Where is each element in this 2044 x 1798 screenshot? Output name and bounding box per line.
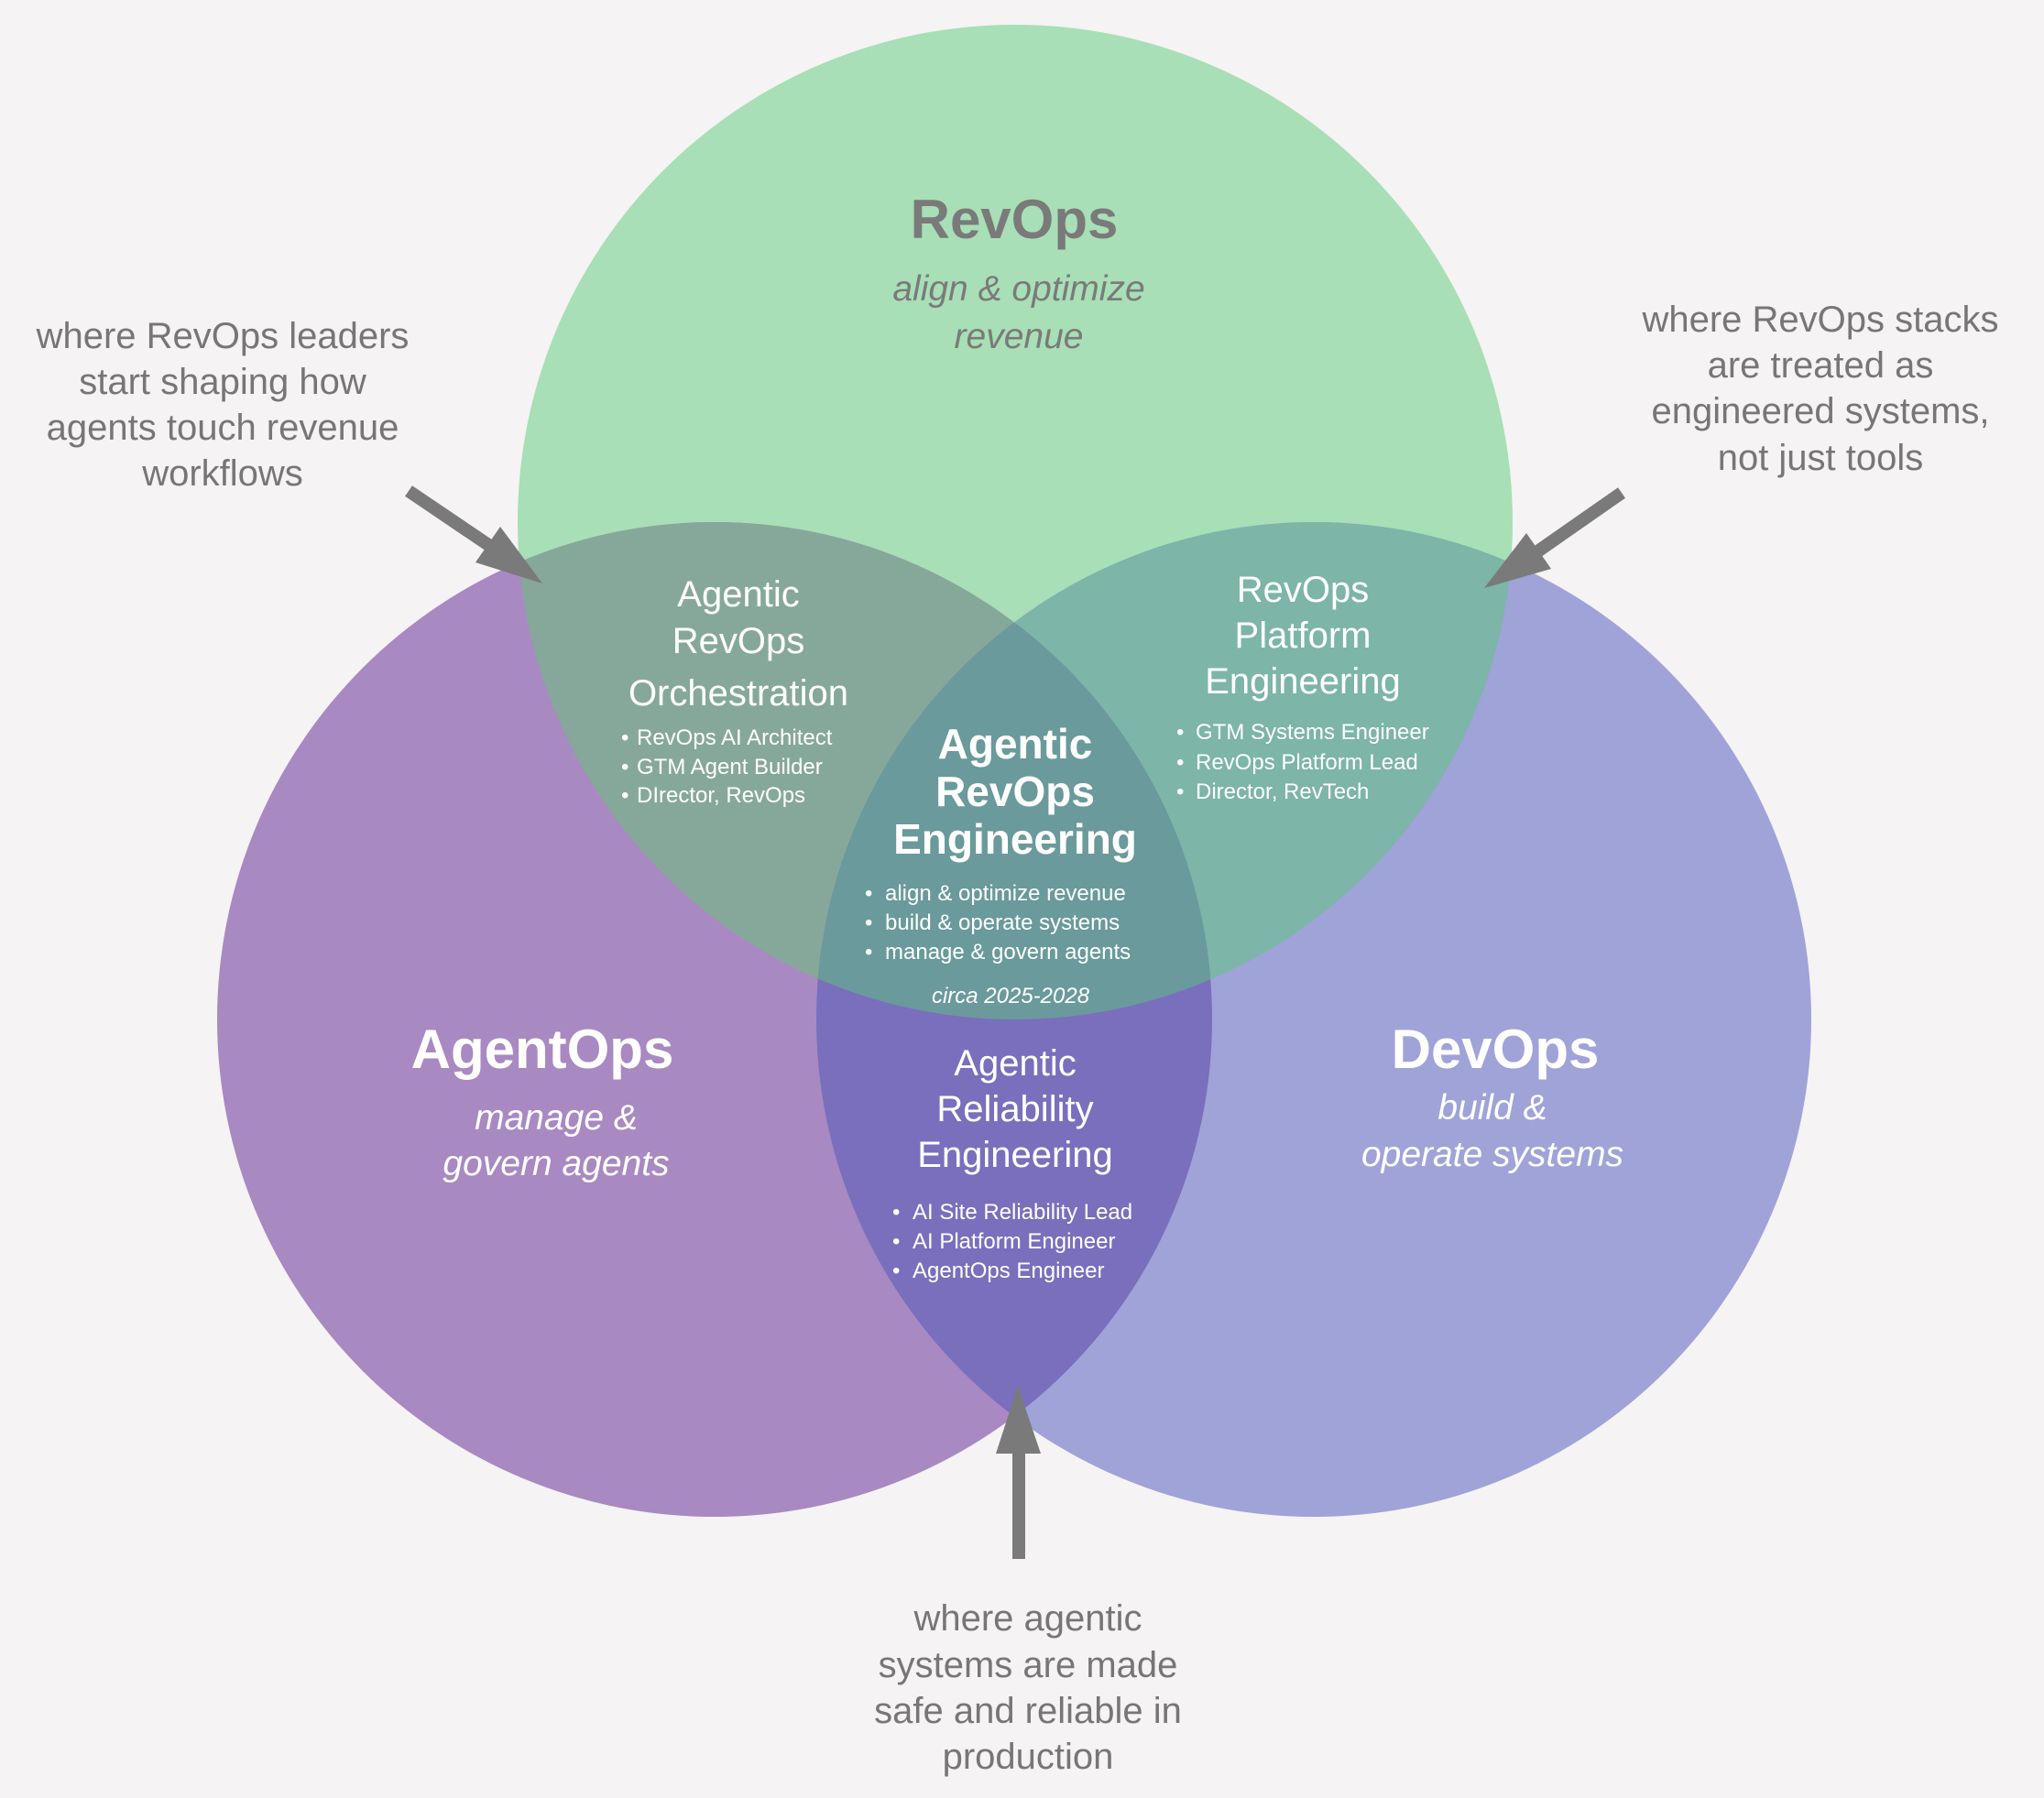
center-bullet-item: build & operate systems bbox=[885, 910, 1120, 935]
overlap-title-line: Engineering bbox=[917, 1135, 1113, 1175]
annotation-line: start shaping how bbox=[79, 362, 366, 402]
center-bullet-list: • align & optimize revenue • build & ope… bbox=[865, 881, 1131, 964]
bullet-icon: • bbox=[1176, 779, 1184, 804]
revops-title: RevOps bbox=[911, 189, 1119, 250]
role-item: GTM Systems Engineer bbox=[1196, 720, 1429, 745]
annotation-line: safe and reliable in bbox=[874, 1691, 1182, 1731]
bullet-icon: • bbox=[865, 910, 872, 935]
overlap-title-line: Engineering bbox=[1205, 661, 1401, 702]
bullet-icon: • bbox=[892, 1259, 900, 1283]
annotation-line: where agentic bbox=[913, 1598, 1142, 1639]
bullet-icon: • bbox=[1176, 750, 1184, 775]
role-list: • AI Site Reliability Lead • AI Platform… bbox=[892, 1200, 1132, 1283]
revops-platform-engineering: RevOps Platform Engineering • GTM System… bbox=[1176, 570, 1429, 804]
bullet-icon: • bbox=[865, 881, 872, 906]
annotation-line: systems are made bbox=[879, 1645, 1178, 1685]
arrow-bottom-icon bbox=[996, 1386, 1041, 1559]
role-item: AgentOps Engineer bbox=[913, 1259, 1104, 1283]
role-list: • RevOps AI Architect • GTM Agent Builde… bbox=[621, 725, 833, 808]
annotation-line: agents touch revenue bbox=[47, 408, 399, 448]
devops-subtitle-line-1: build & bbox=[1437, 1088, 1547, 1128]
arrow-top-right-icon bbox=[1484, 487, 1626, 588]
center-bullet-item: align & optimize revenue bbox=[885, 881, 1126, 906]
overlap-title-line: RevOps bbox=[1237, 570, 1370, 610]
agentic-reliability-engineering: Agentic Reliability Engineering • AI Sit… bbox=[892, 1043, 1132, 1283]
annotation-line: where RevOps leaders bbox=[36, 316, 410, 356]
annotation-line: are treated as bbox=[1708, 345, 1934, 386]
arrow-top-left-icon bbox=[405, 485, 542, 583]
center-bullet-item: manage & govern agents bbox=[885, 940, 1131, 964]
role-list: • GTM Systems Engineer • RevOps Platform… bbox=[1176, 720, 1429, 804]
revops-label: RevOps align & optimize revenue bbox=[892, 189, 1144, 356]
agentops-label: AgentOps manage & govern agents bbox=[411, 1019, 674, 1183]
center-overlap bbox=[816, 522, 1212, 1019]
center-title-line: Engineering bbox=[893, 815, 1137, 863]
overlap-title-line: Agentic bbox=[677, 574, 799, 615]
agentic-revops-orchestration: Agentic RevOps Orchestration • RevOps AI… bbox=[621, 574, 848, 808]
annotation-line: engineered systems, bbox=[1651, 391, 1989, 431]
annotation-bottom: where agentic systems are made safe and … bbox=[874, 1598, 1182, 1777]
annotation-line: production bbox=[943, 1737, 1114, 1777]
bullet-icon: • bbox=[892, 1229, 900, 1254]
role-item: RevOps Platform Lead bbox=[1196, 750, 1418, 775]
overlap-title-line: Reliability bbox=[936, 1089, 1093, 1129]
bullet-icon: • bbox=[865, 940, 872, 964]
role-item: GTM Agent Builder bbox=[637, 755, 823, 779]
overlap-title-line: Platform bbox=[1235, 616, 1372, 656]
overlap-title-line: Agentic bbox=[954, 1043, 1076, 1084]
overlap-title-line: Orchestration bbox=[629, 673, 848, 714]
agentops-subtitle-line-2: govern agents bbox=[443, 1144, 669, 1183]
devops-title: DevOps bbox=[1392, 1019, 1600, 1080]
agentops-title: AgentOps bbox=[411, 1019, 674, 1080]
devops-subtitle-line-2: operate systems bbox=[1361, 1135, 1623, 1174]
center-title-line: Agentic bbox=[938, 720, 1093, 768]
role-item: AI Site Reliability Lead bbox=[913, 1200, 1132, 1225]
center-title-line: RevOps bbox=[935, 768, 1095, 815]
bullet-icon: • bbox=[621, 755, 629, 779]
annotation-line: not just tools bbox=[1718, 438, 1924, 478]
revops-subtitle-line-2: revenue bbox=[955, 317, 1084, 356]
role-item: Director, RevTech bbox=[1196, 779, 1369, 804]
overlap-title-line: RevOps bbox=[672, 621, 805, 661]
devops-label: DevOps build & operate systems bbox=[1361, 1019, 1623, 1174]
annotation-line: workflows bbox=[141, 453, 303, 494]
agentic-revops-engineering: Agentic RevOps Engineering • align & opt… bbox=[865, 720, 1137, 1008]
role-item: DIrector, RevOps bbox=[637, 783, 805, 808]
bullet-icon: • bbox=[892, 1200, 900, 1225]
bullet-icon: • bbox=[621, 783, 629, 808]
bullet-icon: • bbox=[621, 725, 629, 750]
agentops-subtitle-line-1: manage & bbox=[475, 1098, 638, 1138]
annotation-top-left: where RevOps leaders start shaping how a… bbox=[36, 316, 410, 494]
role-item: RevOps AI Architect bbox=[637, 725, 833, 750]
bullet-icon: • bbox=[1176, 720, 1184, 745]
timeframe-note: circa 2025-2028 bbox=[932, 984, 1090, 1008]
revops-subtitle-line-1: align & optimize bbox=[892, 269, 1144, 309]
annotation-top-right: where RevOps stacks are treated as engin… bbox=[1641, 300, 1998, 478]
role-item: AI Platform Engineer bbox=[913, 1229, 1115, 1254]
annotation-line: where RevOps stacks bbox=[1641, 300, 1998, 340]
